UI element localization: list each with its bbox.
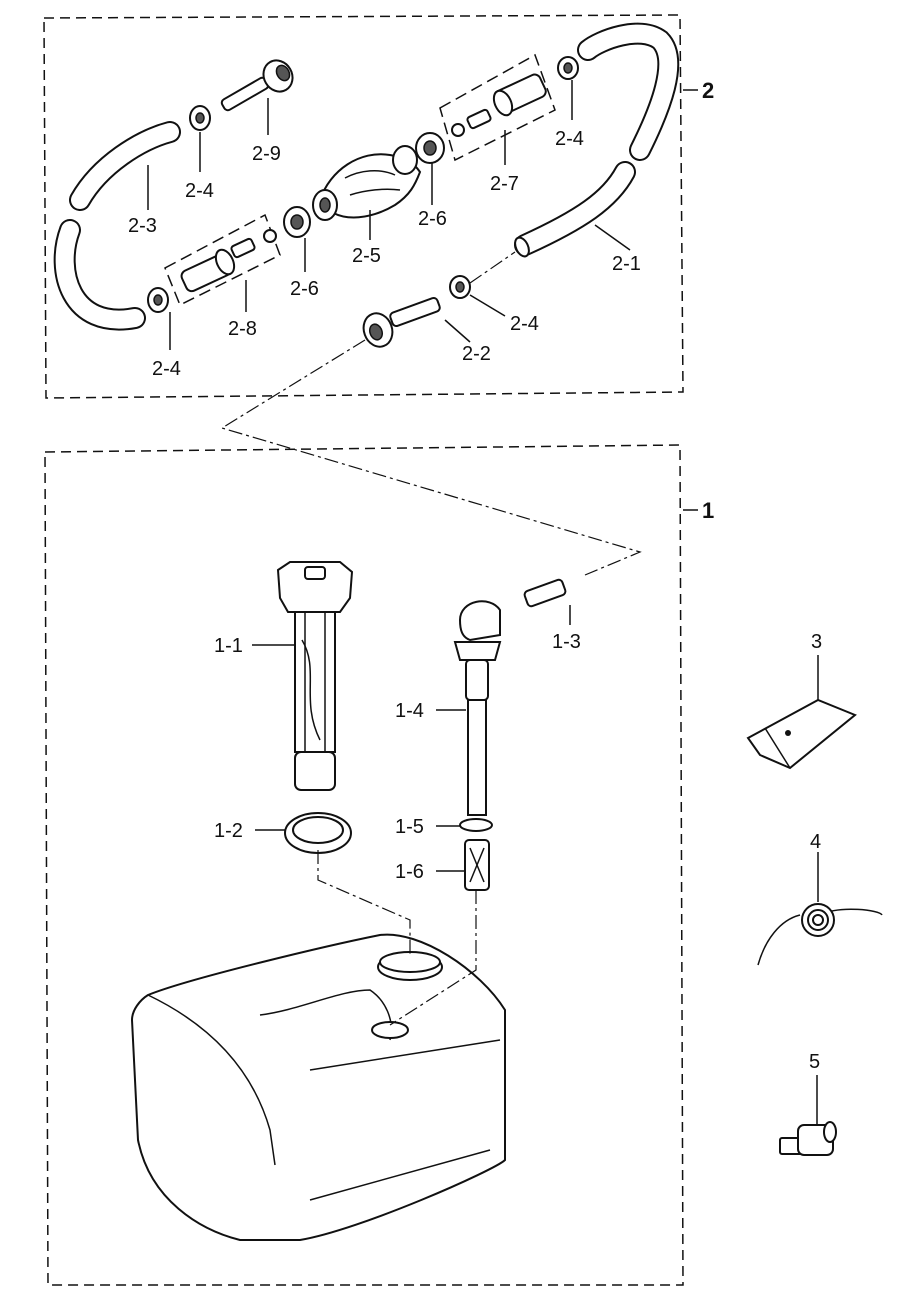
clamp-2-4-top-right: [557, 56, 579, 80]
label-2-4-d: 2-4: [510, 313, 539, 335]
clamp-2-4-top-left: [189, 105, 211, 131]
hose-2-1: [514, 22, 680, 258]
bracket-3: 3: [746, 631, 857, 770]
label-2-8: 2-8: [228, 318, 257, 340]
elbow-fitting-1-3: [453, 578, 567, 661]
connector-2-2: [362, 296, 441, 348]
label-2-3: 2-3: [128, 215, 157, 237]
primer-bulb-2-5: [312, 145, 422, 221]
clamp-2-4-bottom-left: [147, 287, 169, 313]
label-1-2: 1-2: [214, 820, 243, 842]
label-1-1: 1-1: [214, 635, 243, 657]
axis-line: [389, 890, 477, 1026]
axis-line: [317, 850, 411, 955]
group-1-frame: 1: [44, 444, 714, 1286]
label-2-1: 2-1: [612, 253, 641, 275]
group-1-label: 1: [702, 498, 714, 523]
label-2-5: 2-5: [352, 245, 381, 267]
label-1-6: 1-6: [395, 861, 424, 883]
connector-2-9: [220, 59, 294, 112]
label-5: 5: [809, 1051, 820, 1073]
label-2-4-b: 2-4: [555, 128, 584, 150]
adapter-5: 5: [779, 1051, 837, 1156]
valve-assembly-2-8: [164, 213, 281, 307]
valve-assembly-2-7: [439, 53, 556, 162]
group-2-frame: 2: [43, 14, 714, 399]
label-1-5: 1-5: [395, 816, 424, 838]
spring-clip-4: 4: [757, 831, 883, 966]
label-1-3: 1-3: [552, 631, 581, 653]
axis-line: [469, 251, 516, 284]
label-3: 3: [811, 631, 822, 653]
label-2-6-a: 2-6: [418, 208, 447, 230]
clamp-2-4-middle-right: [449, 275, 471, 299]
coupler-2-6-left: [283, 206, 311, 238]
coupler-2-6-right: [415, 132, 445, 164]
label-2-4-c: 2-4: [152, 358, 181, 380]
label-2-6-b: 2-6: [290, 278, 319, 300]
fuel-tank: [130, 933, 506, 1241]
label-2-2: 2-2: [462, 343, 491, 365]
group-2-label: 2: [702, 78, 714, 103]
label-2-7: 2-7: [490, 173, 519, 195]
pickup-tube-1-4: [465, 659, 489, 816]
o-ring-1-2: [284, 812, 352, 854]
label-4: 4: [810, 831, 821, 853]
filter-1-6: [464, 839, 490, 891]
fuel-gauge-1-1: [276, 561, 354, 791]
label-2-9: 2-9: [252, 143, 281, 165]
connection-line-2-2-to-1-3: [220, 339, 642, 576]
hose-2-3: [53, 121, 181, 331]
label-1-4: 1-4: [395, 700, 424, 722]
o-ring-1-5: [459, 818, 493, 832]
label-2-4-a: 2-4: [185, 180, 214, 202]
